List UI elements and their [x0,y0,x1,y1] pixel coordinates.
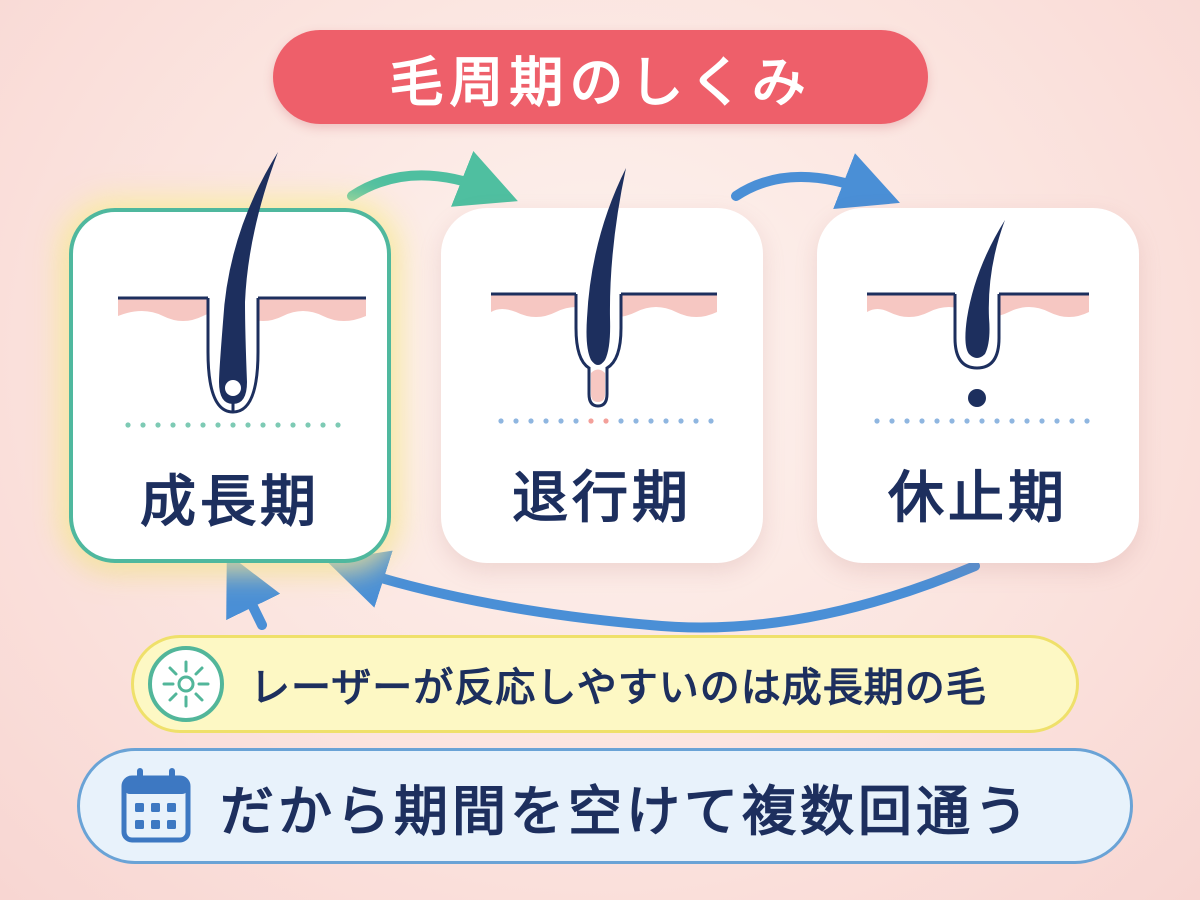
stage-card-growth: 成長期 [69,152,391,563]
stage-card-rest: 休止期 [817,208,1139,563]
page-title: 毛周期のしくみ [389,50,812,114]
treatment-advice-text: だから期間を空けて複数回通う [220,779,1032,843]
arrow-regression-to-rest [731,153,900,210]
laser-note: レーザーが反応しやすいのは成長期の毛 [131,635,1079,733]
arrow-growth-to-regression [347,151,518,207]
stage-card-regression: 退行期 [441,168,763,563]
stage-label-rest: 休止期 [888,466,1068,531]
hair-follicle-growth-icon [118,152,366,428]
treatment-advice: だから期間を空けて複数回通う [77,748,1133,864]
laser-note-text: レーザーが反応しやすいのは成長期の毛 [250,665,987,711]
arrow-note-to-growth [226,553,281,630]
calendar-icon [121,768,191,843]
hair-follicle-regression-icon [491,168,717,424]
title-banner: 毛周期のしくみ [273,30,928,124]
stage-label-growth: 成長期 [140,470,320,535]
hair-follicle-rest-icon [867,220,1090,424]
arrow-rest-to-growth [326,550,980,633]
laser-burst-icon [148,646,224,722]
stage-label-regression: 退行期 [512,466,692,531]
